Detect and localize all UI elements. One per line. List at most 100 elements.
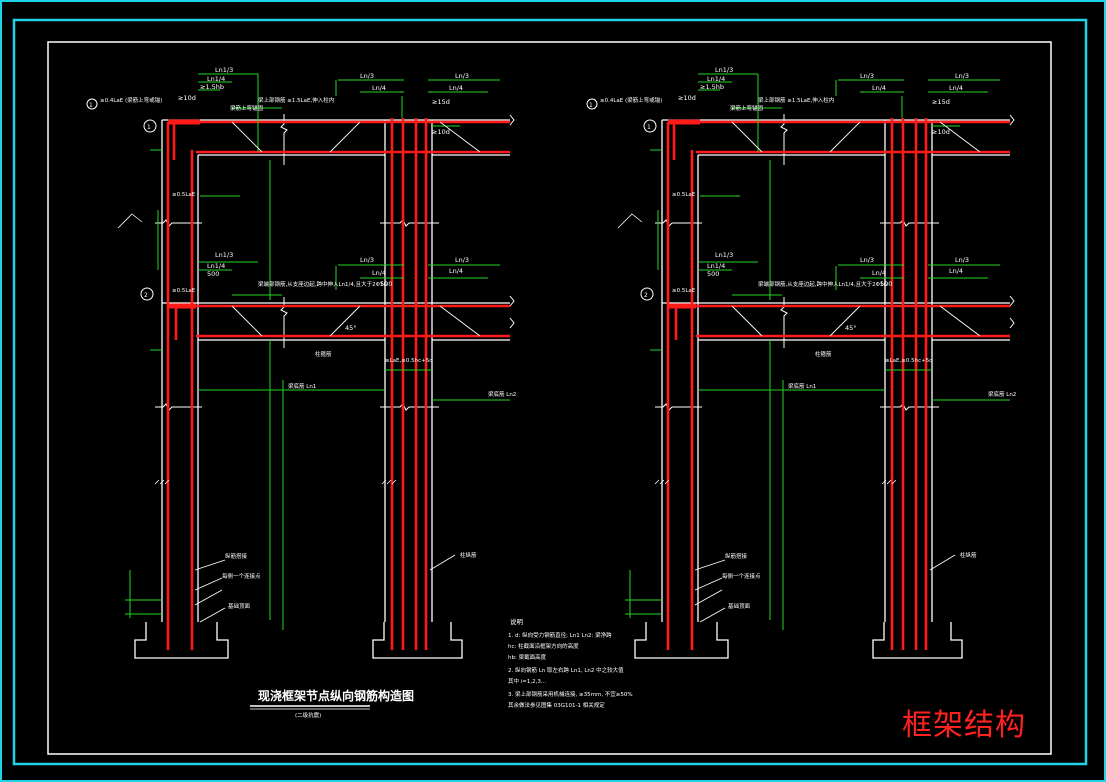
notes-line-7: 其余做法参见图集 03G101-1 相关规定	[508, 701, 605, 709]
left-ground-hatch	[117, 213, 397, 485]
drawing-subtitle: (二级抗震)	[295, 711, 321, 719]
right-structure-outline	[634, 119, 1010, 659]
right-rebars	[666, 118, 1010, 650]
label-ln-3-mid-b: Ln/3	[455, 256, 469, 264]
label-column-note: 柱纵筋	[460, 551, 477, 559]
label-stirrup-note: 柱箍筋	[315, 350, 332, 358]
r-label-ln-3-b: Ln/3	[955, 72, 969, 80]
r-label-bottom-note: 梁底筋 Ln1	[788, 382, 816, 390]
drawing-title: 现浇框架节点纵向钢筋构造图	[258, 688, 414, 703]
right-ground-hatch	[617, 213, 897, 485]
r-label-note-top: 梁上部钢筋 ≥1.5LaE,伸入柱内	[758, 96, 834, 104]
r-label-ln-3-mid-a: Ln/3	[860, 256, 874, 264]
r-label-joint-note: 梁筋上弯锚固	[730, 104, 764, 112]
r-label-ln-4-mid-a: Ln/4	[872, 269, 886, 277]
marker-1b-circle	[143, 119, 157, 133]
left-markers	[86, 98, 157, 301]
r-label-500-b: 500	[880, 280, 892, 288]
r-label-ln-3-a: Ln/3	[860, 72, 874, 80]
left-structure-outline	[134, 119, 510, 659]
brand-watermark-text: 框架结构	[902, 708, 1026, 743]
label-10d-b: ≥10d	[432, 128, 450, 136]
label-ln1-3: Ln1/3	[215, 66, 233, 74]
r-label-ln1-4: Ln1/4	[707, 75, 725, 83]
notes-line-6: 3. 梁上部钢筋采用机械连接, ≥35mm, 不宜≥50%	[508, 690, 633, 698]
notes-block: 说明 1. d: 纵向受力钢筋直径; Ln1 Ln2: 梁净跨 hc: 柱截面沿…	[508, 617, 633, 709]
r-marker-1b-text: 1	[647, 124, 651, 131]
label-ln-4-mid-a: Ln/4	[372, 269, 386, 277]
notes-line-2: hc: 柱截面沿框架方向的高度	[508, 642, 579, 650]
r-label-10d-b: ≥10d	[932, 128, 950, 136]
r-label-note-mid: 梁端部钢筋,从支座边起,跨中伸入Ln1/4,且大于2Φ16	[758, 280, 887, 288]
marker-1-text: 1	[89, 102, 93, 109]
label-lae-note: ≥0.4LaE (梁筋上弯或锚)	[100, 96, 162, 104]
title-block: 现浇框架节点纵向钢筋构造图 (二级抗震)	[250, 688, 414, 719]
right-leader-lines	[694, 121, 981, 623]
r-label-bottom-note2: 梁底筋 Ln2	[988, 390, 1016, 398]
label-bottom-note2: 梁底筋 Ln2	[488, 390, 516, 398]
label-lae2-b: ≥0.5LaE	[172, 288, 196, 294]
label-ln-3-a: Ln/3	[360, 72, 374, 80]
notes-heading: 说明	[510, 617, 524, 626]
label-ln-4-mid-b: Ln/4	[449, 267, 463, 275]
label-stair-note: 纵筋搭接	[225, 552, 248, 560]
marker-2-circle	[140, 287, 154, 301]
r-label-ln1-3-mid: Ln1/3	[715, 251, 733, 259]
label-ln-3-mid-a: Ln/3	[360, 256, 374, 264]
r-label-stair-note: 纵筋搭接	[725, 552, 748, 560]
label-ln-4-b: Ln/4	[449, 84, 463, 92]
label-10d: ≥10d	[178, 94, 196, 102]
label-connect: 每侧一个连接点	[222, 572, 261, 580]
r-label-lae3: ≥LaE,≥0.5hc+5d	[885, 358, 933, 364]
r-label-lae-note: ≥0.4LaE (梁筋上弯或锚)	[600, 96, 662, 104]
r-label-15d: ≥15d	[932, 98, 950, 106]
r-label-ln-4-b: Ln/4	[949, 84, 963, 92]
drawing-sheet-border	[47, 41, 1052, 755]
marker-1-circle-r	[586, 98, 598, 110]
label-15d: ≥15d	[432, 98, 450, 106]
label-500-a: 500	[207, 270, 219, 278]
label-500-b: 500	[380, 280, 392, 288]
r-label-ln-3-mid-b: Ln/3	[955, 256, 969, 264]
marker-2-circle-r	[640, 287, 654, 301]
r-label-column-note: 柱纵筋	[960, 551, 977, 559]
label-45deg: 45°	[345, 324, 357, 332]
r-label-15hb: ≥1.5hb	[700, 83, 724, 91]
right-markers	[586, 98, 657, 301]
r-label-ln-4-a: Ln/4	[872, 84, 886, 92]
label-lae3: ≥LaE,≥0.5hc+5d	[385, 358, 433, 364]
label-15hb: ≥1.5hb	[200, 83, 224, 91]
right-labels: Ln1/3 Ln1/4 ≥1.5hb ≥10d Ln/3 Ln/4 Ln/3 L…	[589, 66, 1016, 610]
label-ln1-3-mid: Ln1/3	[215, 251, 233, 259]
r-label-lae2: ≥0.5LaE	[672, 192, 696, 198]
label-bottom-note: 梁底筋 Ln1	[288, 382, 316, 390]
r-marker-2-text: 2	[644, 292, 648, 299]
r-label-ln-4-mid-b: Ln/4	[949, 267, 963, 275]
r-label-500-a: 500	[707, 270, 719, 278]
left-leader-lines	[194, 121, 481, 623]
notes-line-4: 2. 纵向钢筋 Ln 取左右跨 Ln1, Ln2 中之较大值	[508, 666, 624, 674]
label-joint-note: 梁筋上弯锚固	[230, 104, 264, 112]
left-rebars	[166, 118, 510, 650]
label-found-note: 基础顶面	[228, 602, 251, 610]
r-label-stirrup-note: 柱箍筋	[815, 350, 832, 358]
r-label-lae2-b: ≥0.5LaE	[672, 288, 696, 294]
r-label-connect: 每侧一个连接点	[722, 572, 761, 580]
notes-line-1: 1. d: 纵向受力钢筋直径; Ln1 Ln2: 梁净跨	[508, 631, 612, 639]
inner-frame-border	[12, 18, 1088, 766]
detail-left: Ln1/3 Ln1/4 ≥1.5hb ≥10d Ln/3 Ln/4 Ln/3 L…	[86, 66, 516, 659]
label-ln-4-a: Ln/4	[372, 84, 386, 92]
marker-1b-circle-r	[643, 119, 657, 133]
marker-1-circle	[86, 98, 98, 110]
label-note-mid: 梁端部钢筋,从支座边起,跨中伸入Ln1/4,且大于2Φ16	[258, 280, 387, 288]
r-label-ln1-4-mid: Ln1/4	[707, 262, 725, 270]
notes-line-5: 其中 i=1,2,3...	[508, 677, 546, 685]
left-labels: Ln1/3 Ln1/4 ≥1.5hb ≥10d Ln/3 Ln/4 Ln/3 L…	[89, 66, 516, 610]
label-ln1-4-mid: Ln1/4	[207, 262, 225, 270]
marker-1b-text: 1	[147, 124, 151, 131]
label-lae2: ≥0.5LaE	[172, 192, 196, 198]
left-dimensions	[125, 73, 510, 630]
marker-2-text: 2	[144, 292, 148, 299]
